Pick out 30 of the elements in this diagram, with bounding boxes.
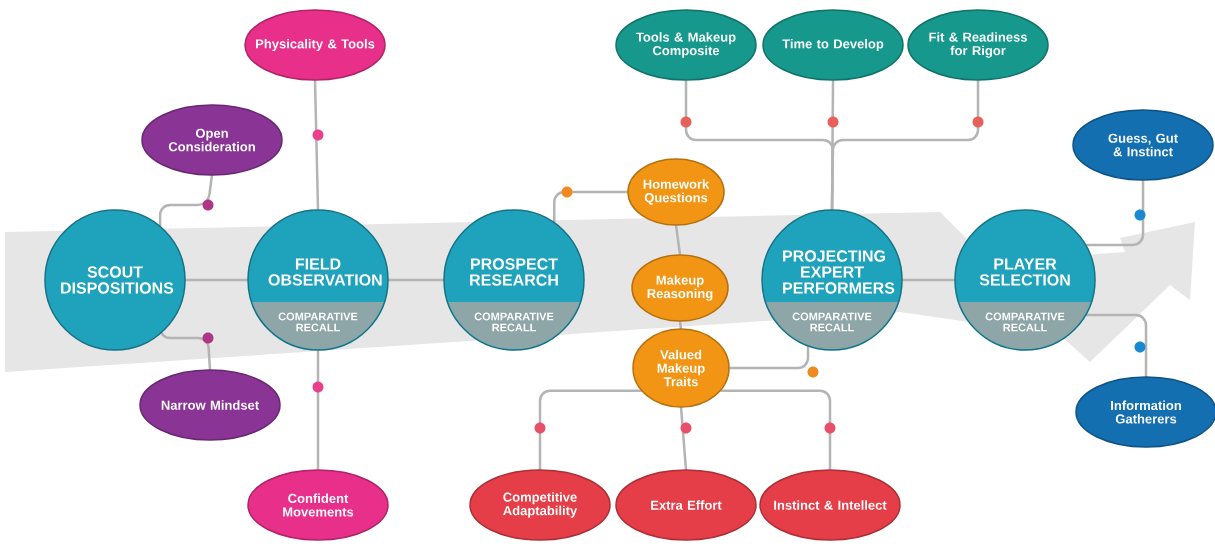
- connector-line: [158, 175, 214, 227]
- oval-box: Narrow Mindset: [139, 369, 281, 441]
- connector-line: [729, 345, 819, 378]
- connector-line: [534, 389, 642, 470]
- oval-box: Open Consideration: [141, 104, 283, 176]
- connector-line: [553, 186, 628, 223]
- connector-line: [830, 80, 984, 210]
- oval-box: Guess, Gut & Instinct: [1072, 109, 1214, 181]
- oval-box: Extra Effort: [615, 469, 757, 541]
- oval-box: Competitive Adaptability: [469, 469, 611, 541]
- connector-line: [720, 389, 836, 470]
- connector-line: [312, 350, 324, 470]
- oval-box: Fit & Readiness for Rigor: [907, 9, 1049, 81]
- oval-box: Physicality & Tools: [244, 9, 386, 81]
- oval-box: Confident Movements: [247, 469, 389, 541]
- oval-box: Makeup Reasoning: [631, 254, 729, 322]
- oval-box: Homework Questions: [627, 158, 725, 226]
- oval-box: Time to Develop: [762, 9, 904, 81]
- oval-box: Valued Makeup Traits: [632, 328, 730, 408]
- connector-line: [1085, 180, 1146, 247]
- oval-box: Instinct & Intellect: [759, 469, 901, 541]
- connector-line: [1085, 313, 1148, 377]
- connector-line: [312, 80, 324, 210]
- oval-box: Information Gatherers: [1075, 376, 1215, 448]
- connector-line: [679, 407, 692, 470]
- connector-line: [674, 225, 682, 255]
- oval-box: Tools & Makeup Composite: [615, 9, 757, 81]
- connector-line: [185, 278, 248, 282]
- connector-line: [902, 278, 955, 282]
- connector-line: [388, 278, 444, 282]
